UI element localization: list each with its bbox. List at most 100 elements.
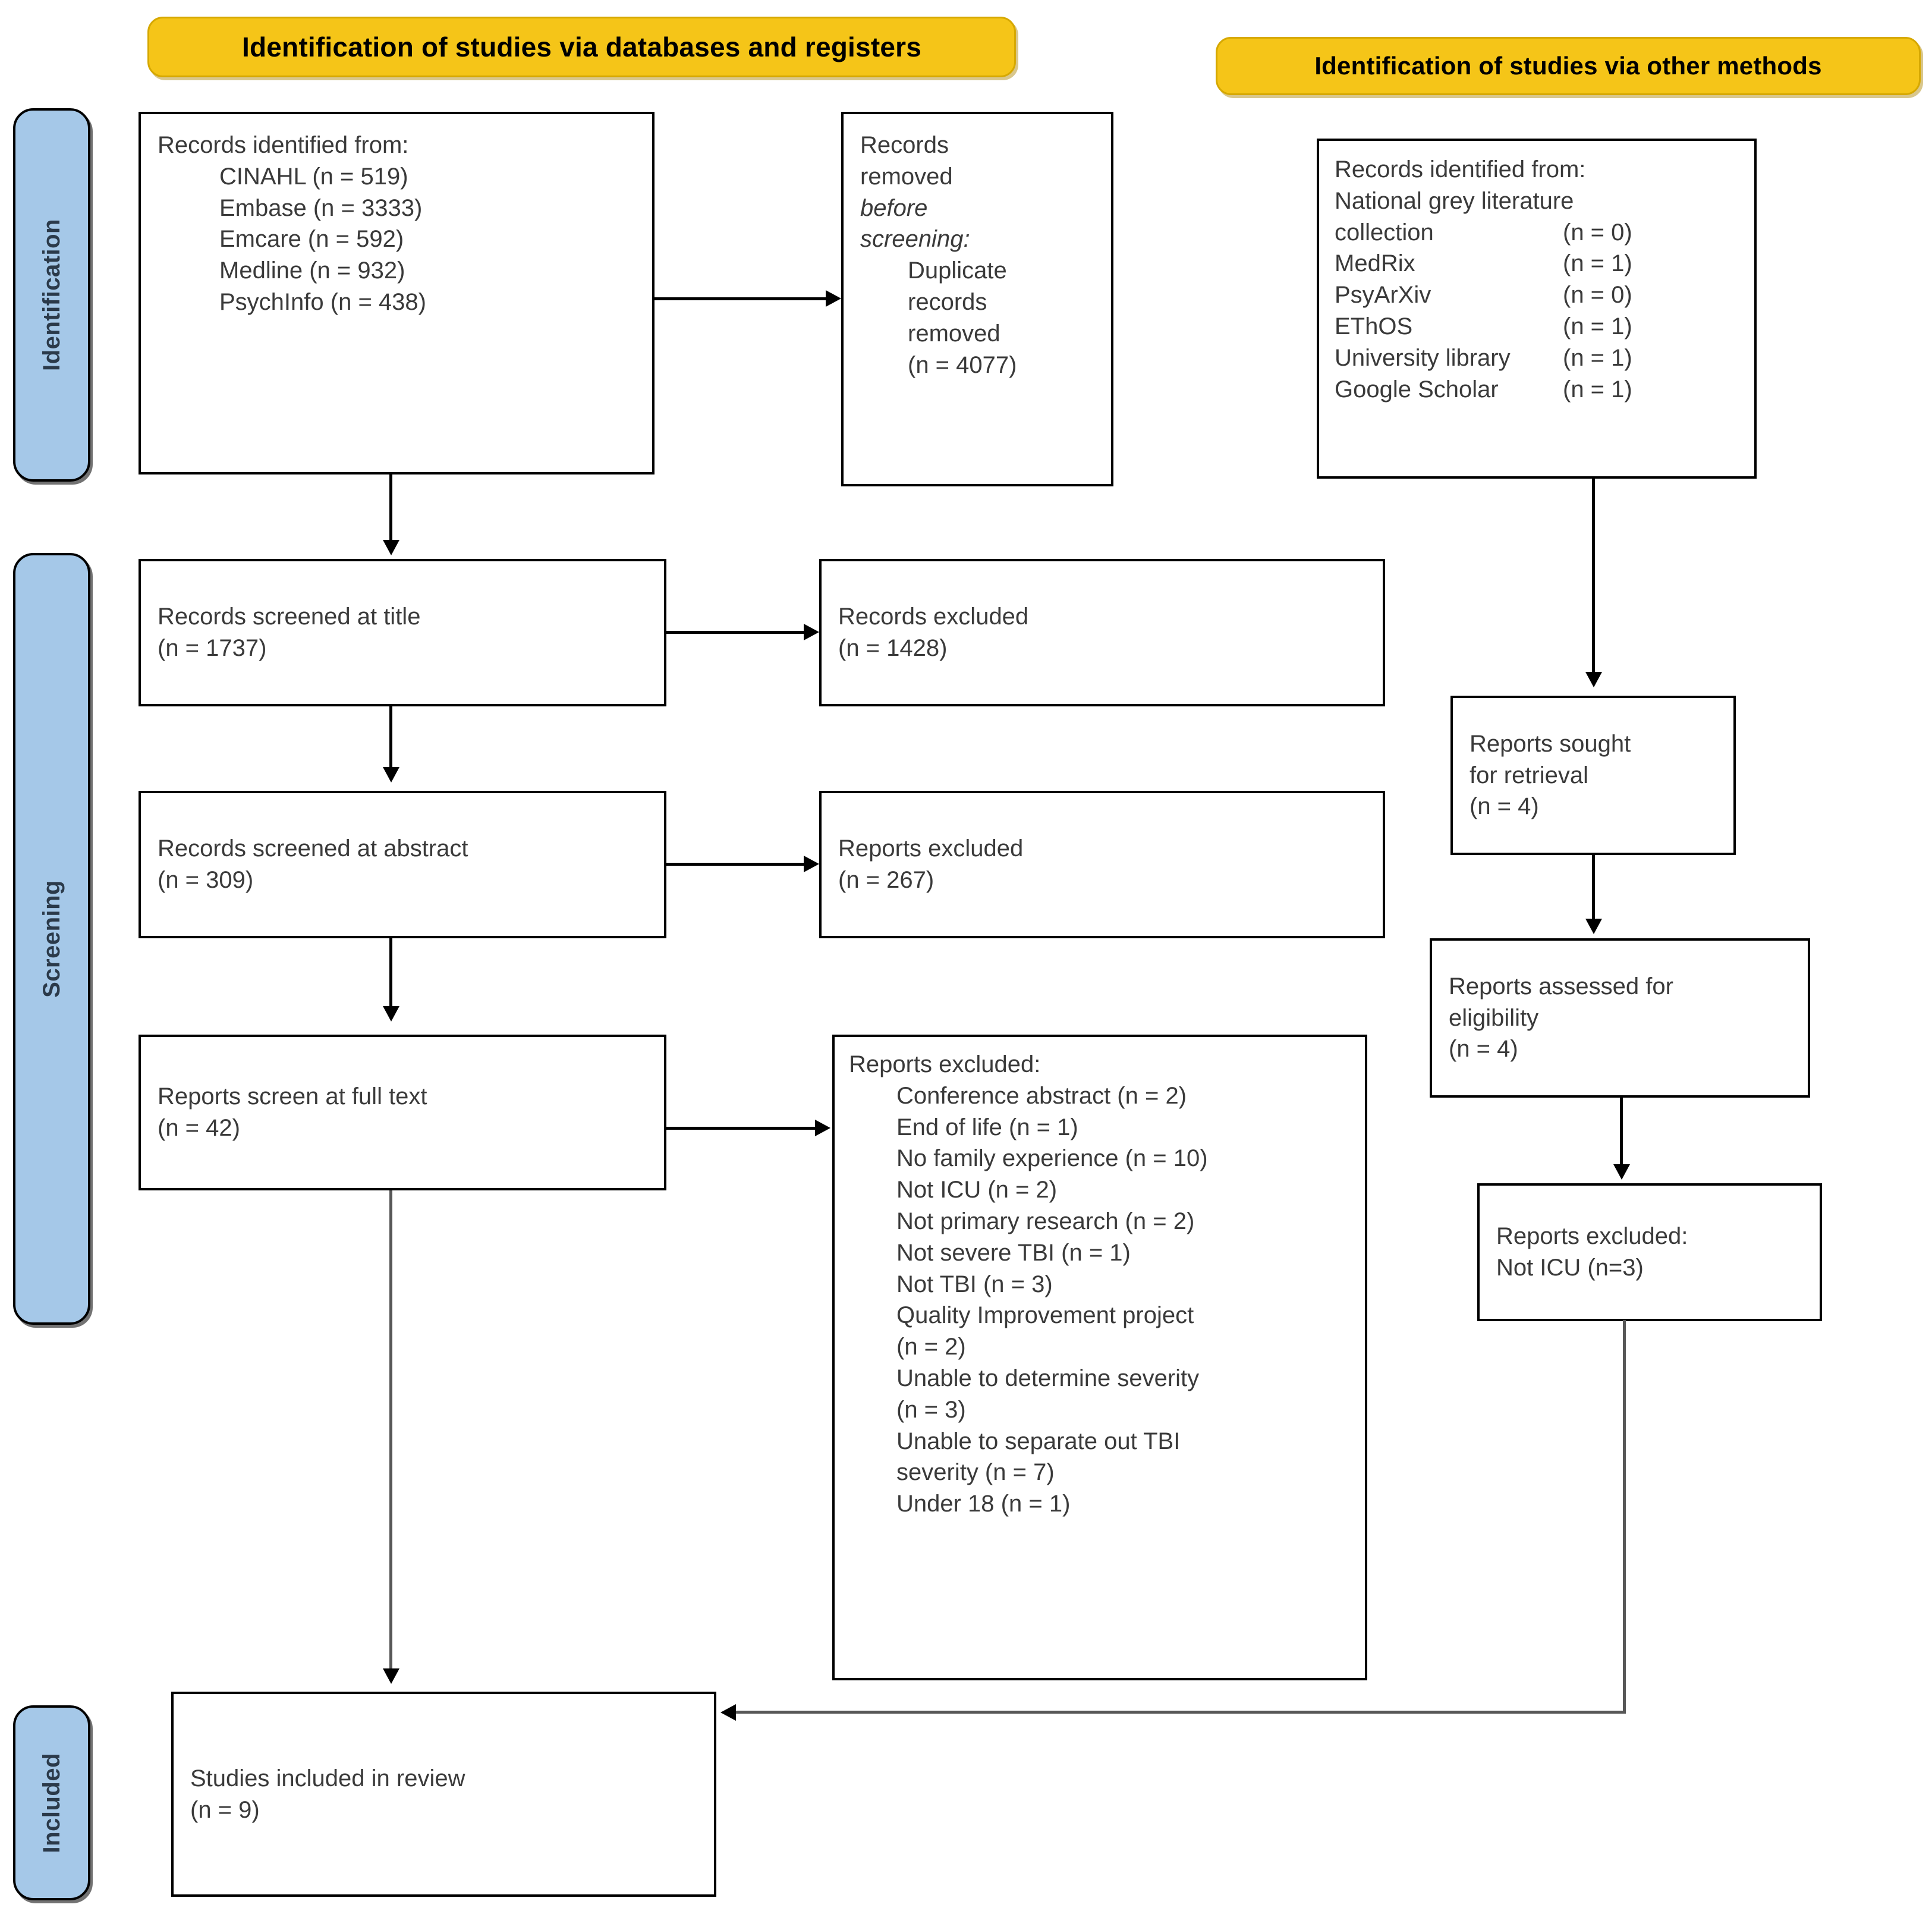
exclusion-reason: Conference abstract (n = 2) (896, 1082, 1187, 1109)
reports-excluded-other-count: Not ICU (n=3) (1496, 1255, 1644, 1281)
exclusion-reason: Not ICU (n = 2) (896, 1177, 1058, 1203)
connector-abstract-to-excluded (666, 863, 805, 866)
exclusion-reason: Unable to separate out TBI (896, 1428, 1181, 1454)
studies-included-count: (n = 9) (190, 1796, 260, 1823)
connector-fulltext-to-included (389, 1190, 392, 1672)
reports-assessed-count: (n = 4) (1449, 1036, 1518, 1063)
records-identified-other-row: PsyArXiv (n = 0) (1335, 279, 1739, 311)
records-identified-other-title: Records identified from: (1335, 156, 1586, 183)
exclusion-reason: End of life (n = 1) (896, 1114, 1078, 1140)
records-identified-db-source: CINAHL (n = 519) (219, 163, 408, 190)
connector-fulltext-to-excluded (666, 1127, 816, 1130)
box-reports-screened-full-text: Reports screen at full text (n = 42) (139, 1035, 666, 1190)
arrow-abstract-to-excluded (804, 856, 819, 872)
box-records-identified-databases: Records identified from: CINAHL (n = 519… (139, 112, 655, 474)
exclusion-reason: Unable to determine severity (896, 1365, 1200, 1391)
box-records-excluded-title: Records excluded (n = 1428) (819, 559, 1385, 706)
source-label: PsyArXiv (1335, 282, 1431, 309)
arrow-fulltext-to-excluded (815, 1120, 830, 1136)
records-removed-line: before (860, 194, 928, 221)
source-count: (n = 0) (1563, 219, 1632, 246)
source-count: (n = 1) (1563, 344, 1632, 371)
rail-identification-label: Identification (38, 219, 65, 371)
exclusion-reason: (n = 3) (896, 1396, 966, 1423)
connector-abstract-to-fulltext (389, 938, 392, 1010)
reports-sought-line: for retrieval (1470, 762, 1589, 788)
exclusion-reason: Not TBI (n = 3) (896, 1271, 1053, 1297)
source-label: collection (1335, 219, 1434, 246)
arrow-fulltext-to-included (383, 1668, 399, 1684)
box-reports-excluded-abstract: Reports excluded (n = 267) (819, 791, 1385, 938)
rail-identification: Identification (13, 108, 90, 482)
arrow-other-to-sought (1585, 672, 1602, 687)
excluded-title-count: (n = 1428) (838, 635, 948, 661)
rail-screening: Screening (13, 553, 90, 1325)
studies-included-line: Studies included in review (190, 1765, 465, 1792)
arrow-identified-to-removed (826, 290, 841, 307)
box-studies-included-in-review: Studies included in review (n = 9) (171, 1692, 716, 1897)
source-count: (n = 1) (1563, 313, 1632, 340)
screened-title-count: (n = 1737) (158, 635, 267, 661)
exclusion-reason: Quality Improvement project (896, 1302, 1194, 1329)
reports-assessed-line: Reports assessed for (1449, 973, 1673, 1000)
exclusion-reason: (n = 2) (896, 1334, 966, 1360)
box-reports-excluded-full-text: Reports excluded: Conference abstract (n… (832, 1035, 1367, 1680)
arrow-sought-to-assessed (1585, 919, 1602, 934)
rail-included: Included (13, 1705, 90, 1900)
records-identified-other-row: EThOS (n = 1) (1335, 311, 1739, 342)
connector-identified-to-removed (655, 297, 827, 300)
records-identified-other-subtitle: National grey literature (1335, 187, 1574, 214)
source-label: MedRix (1335, 250, 1415, 277)
arrow-assessed-to-excluded-other (1613, 1164, 1630, 1180)
box-reports-assessed-eligibility: Reports assessed for eligibility (n = 4) (1430, 938, 1810, 1098)
excluded-abstract-count: (n = 267) (838, 867, 934, 893)
arrow-identified-to-screened-title (383, 540, 399, 555)
records-identified-db-source: Medline (n = 932) (219, 257, 405, 284)
source-count: (n = 1) (1563, 376, 1632, 403)
records-removed-line: records (908, 288, 987, 315)
excluded-abstract-line: Reports excluded (838, 835, 1024, 862)
header-databases-label: Identification of studies via databases … (241, 32, 922, 62)
connector-identified-to-screened-title (389, 474, 392, 543)
records-removed-line: removed (908, 320, 1000, 347)
exclusion-reason: No family experience (n = 10) (896, 1145, 1208, 1172)
excluded-title-line: Records excluded (838, 604, 1029, 630)
connector-title-to-abstract (389, 706, 392, 771)
connector-assessed-to-excluded-other (1620, 1098, 1623, 1168)
records-removed-line: Records (860, 132, 949, 158)
records-identified-other-row: collection (n = 0) (1335, 217, 1739, 249)
connector-screened-title-to-excluded (666, 631, 805, 634)
records-identified-db-title: Records identified from: (158, 132, 409, 158)
reports-excluded-title: Reports excluded: (849, 1051, 1041, 1077)
screened-title-line: Records screened at title (158, 604, 421, 630)
exclusion-reason: Under 18 (n = 1) (896, 1491, 1071, 1517)
records-identified-db-source: PsychInfo (n = 438) (219, 288, 426, 315)
source-label: University library (1335, 344, 1511, 371)
records-identified-other-row: MedRix (n = 1) (1335, 248, 1739, 279)
records-identified-db-source: Emcare (n = 592) (219, 226, 404, 253)
arrow-title-to-abstract (383, 767, 399, 782)
arrow-screened-title-to-excluded (804, 624, 819, 640)
source-label: EThOS (1335, 313, 1413, 340)
header-other-label: Identification of studies via other meth… (1314, 52, 1822, 80)
reports-sought-line: Reports sought (1470, 730, 1631, 757)
reports-sought-count: (n = 4) (1470, 793, 1539, 820)
exclusion-reason: Not severe TBI (n = 1) (896, 1239, 1131, 1266)
records-identified-other-row: Google Scholar (n = 1) (1335, 374, 1739, 406)
arrow-abstract-to-fulltext (383, 1006, 399, 1022)
connector-other-branch-down (1623, 1320, 1626, 1714)
box-records-screened-title: Records screened at title (n = 1737) (139, 559, 666, 706)
header-other-methods: Identification of studies via other meth… (1216, 37, 1921, 95)
fulltext-count: (n = 42) (158, 1115, 240, 1141)
records-identified-other-row: University library (n = 1) (1335, 342, 1739, 374)
fulltext-line: Reports screen at full text (158, 1083, 427, 1110)
arrow-other-branch-to-included (720, 1704, 736, 1721)
rail-included-label: Included (38, 1752, 65, 1853)
source-count: (n = 1) (1563, 250, 1632, 277)
screened-abstract-line: Records screened at abstract (158, 835, 468, 862)
source-count: (n = 0) (1563, 282, 1632, 309)
source-label: Google Scholar (1335, 376, 1499, 403)
connector-other-to-sought (1592, 479, 1595, 675)
box-reports-excluded-other-methods: Reports excluded: Not ICU (n=3) (1477, 1183, 1822, 1321)
